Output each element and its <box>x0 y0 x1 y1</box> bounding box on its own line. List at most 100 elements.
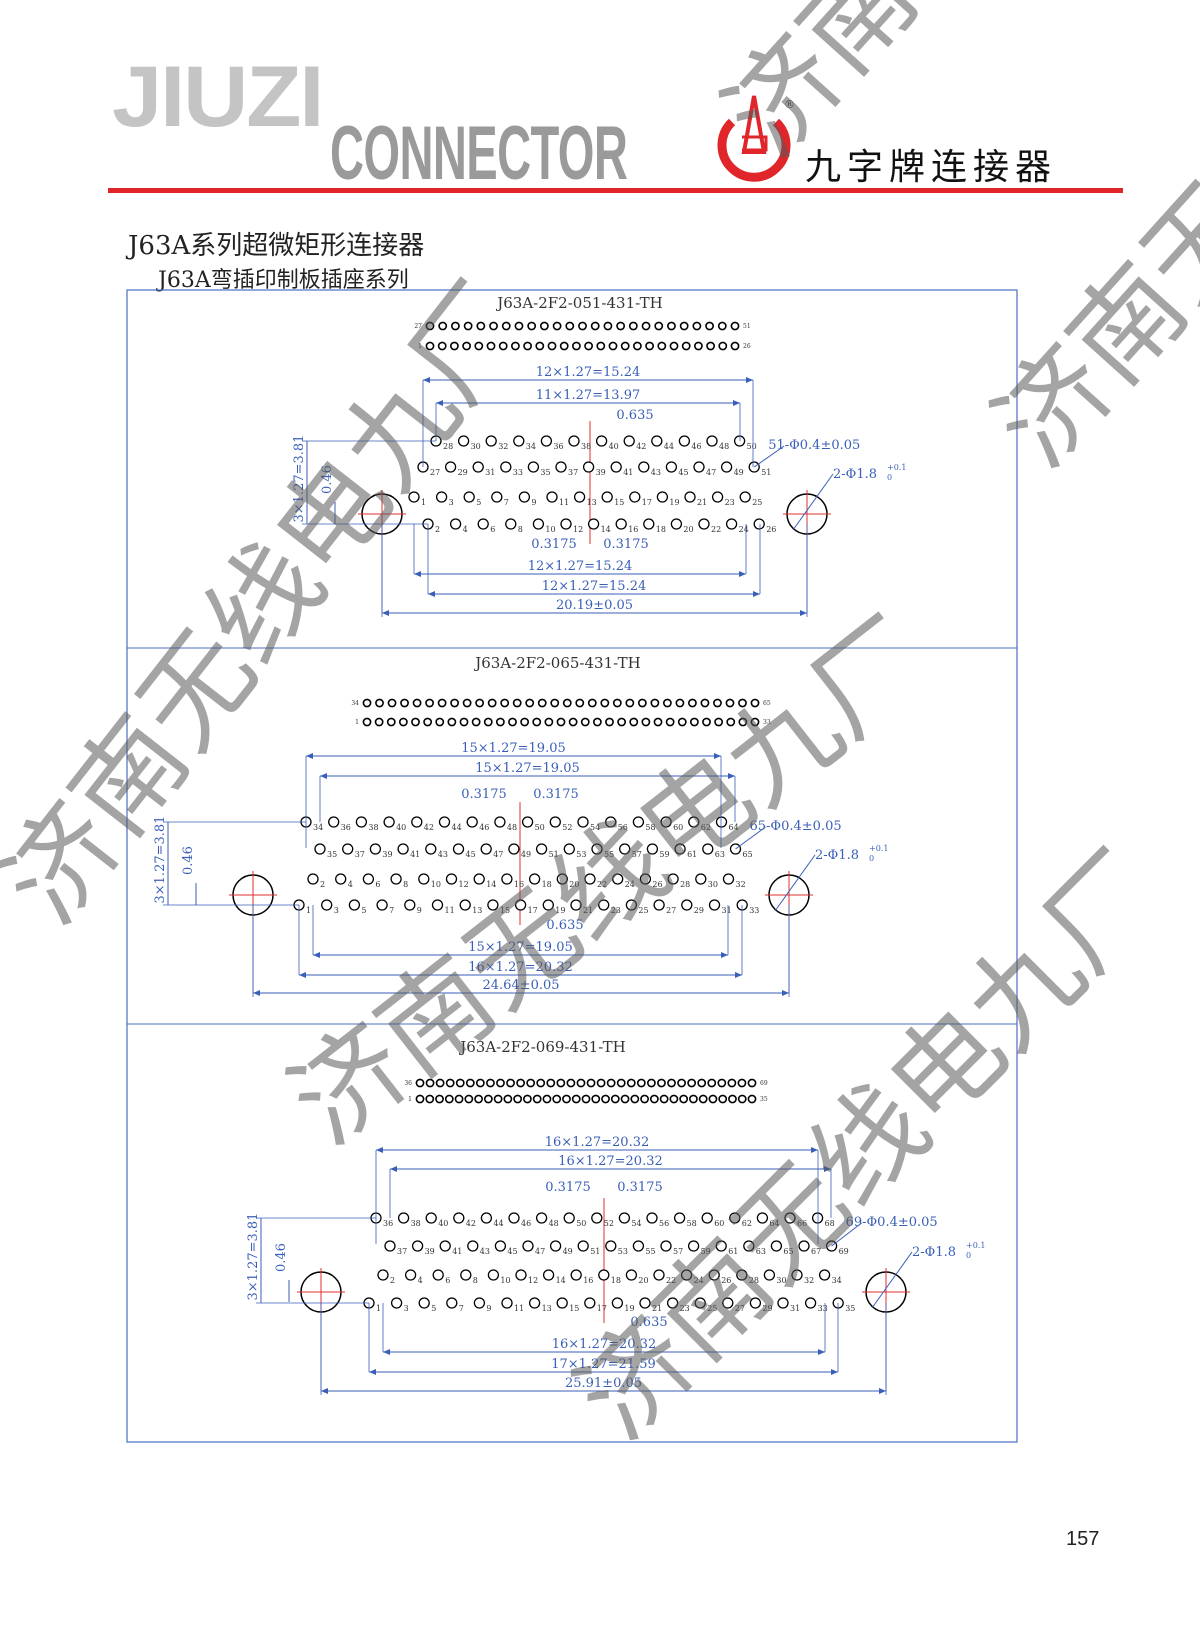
strip-pin <box>375 698 384 708</box>
strip-pin <box>437 698 447 708</box>
pin-number: 45 <box>678 468 688 477</box>
strip-pin <box>398 717 408 727</box>
pin-hole <box>487 1269 500 1281</box>
pin-hole <box>688 816 700 828</box>
pin-number: 28 <box>680 880 690 889</box>
pin-hole <box>722 873 735 885</box>
pin-number: 20 <box>638 1276 648 1285</box>
pin-number: 8 <box>473 1276 478 1285</box>
strip-label: 33 <box>763 719 771 726</box>
strip-pin <box>738 717 748 727</box>
pin-number: 4 <box>418 1276 423 1285</box>
dimension-center-offset: 0.635 <box>546 918 583 933</box>
strip-pin <box>713 698 722 708</box>
strip-pin <box>689 717 699 727</box>
strip-pin <box>662 698 672 708</box>
pin-number: 24 <box>694 1276 704 1285</box>
strip-pin <box>689 1094 698 1104</box>
pin-number: 57 <box>673 1247 683 1256</box>
pin-number: 55 <box>645 1247 655 1256</box>
leader-line <box>831 1222 862 1247</box>
pin-number: 65 <box>743 850 753 859</box>
strip-pin <box>508 717 517 727</box>
pin-number: 26 <box>721 1276 731 1285</box>
pin-number: 41 <box>452 1247 462 1256</box>
pin-hole <box>577 1240 589 1252</box>
strip-pin <box>449 341 459 351</box>
strip-pin <box>580 717 590 727</box>
pin-number: 19 <box>555 906 565 915</box>
pin-number: 17 <box>597 1304 607 1313</box>
strip-pin <box>425 1094 435 1104</box>
pin-hole <box>335 873 347 885</box>
strip-pin <box>463 321 473 331</box>
logo-chinese: 九字牌连接器 <box>805 147 1058 188</box>
pin-hole <box>625 899 638 911</box>
pin-number: 49 <box>734 468 744 477</box>
pin-hole <box>556 873 568 885</box>
pin-hole <box>521 816 534 828</box>
pin-number: 62 <box>742 1219 752 1228</box>
pin-number: 10 <box>431 880 441 889</box>
strip-pin <box>535 341 545 351</box>
strip-pin <box>462 341 471 351</box>
strip-pin <box>562 1094 571 1104</box>
strip-pin <box>600 698 610 708</box>
strip-pin <box>603 321 613 331</box>
pin-hole <box>646 1212 658 1224</box>
strip-pin <box>542 1094 552 1104</box>
strip-pin <box>552 321 562 331</box>
pin-hole <box>494 816 506 828</box>
strip-pin <box>636 1078 646 1088</box>
pin-number: 33 <box>749 906 759 915</box>
pin-number: 17 <box>528 906 538 915</box>
pin-number: 46 <box>691 442 701 451</box>
pin-number: 26 <box>652 880 662 889</box>
pin-number: 38 <box>411 1219 421 1228</box>
pin-hole <box>457 435 470 447</box>
strip-pin <box>576 1078 586 1088</box>
strip-pin <box>552 1094 562 1104</box>
pin-number: 12 <box>528 1276 538 1285</box>
strip-pin <box>474 1094 483 1104</box>
pin-hole <box>577 816 589 828</box>
strip-pin <box>362 717 372 727</box>
pin-number: 61 <box>728 1247 738 1256</box>
mount-hole-callout: 2-Φ1.8 <box>815 848 859 863</box>
pin-number: 63 <box>756 1247 766 1256</box>
strip-pin <box>387 698 397 708</box>
pin-hole <box>739 491 751 503</box>
page-title: J63A系列超微矩形连接器 <box>128 231 425 261</box>
pin-number: 19 <box>624 1304 634 1313</box>
pin-number: 52 <box>604 1219 614 1228</box>
strip-label: 36 <box>404 1080 412 1087</box>
pin-hole <box>527 461 540 473</box>
strip-pin <box>475 1078 485 1088</box>
strip-pin <box>425 341 435 351</box>
pin-hole-callout: 65-Φ0.4±0.05 <box>750 819 842 834</box>
strip-pin <box>400 698 409 708</box>
pin-number: 35 <box>845 1304 855 1313</box>
pin-hole <box>518 491 531 503</box>
strip-pin <box>437 341 447 351</box>
pin-hole <box>383 816 395 828</box>
strip-pin <box>640 1094 649 1104</box>
pin-number: 60 <box>673 823 683 832</box>
strip-pin <box>465 1078 475 1088</box>
pin-number: 6 <box>490 525 495 534</box>
strip-pin <box>411 717 420 727</box>
strip-pin <box>657 1078 666 1088</box>
strip-pin <box>527 321 537 331</box>
pin-number: 32 <box>498 442 508 451</box>
pin-hole <box>449 518 462 530</box>
pin-number: 5 <box>476 498 481 507</box>
strip-pin <box>438 321 448 331</box>
strip-pin <box>568 717 578 727</box>
pin-number: 51 <box>761 468 771 477</box>
dimension-bot1: 15×1.27=19.05 <box>468 940 573 955</box>
strip-pin <box>726 717 736 727</box>
pin-hole <box>432 1269 444 1281</box>
brand-emblem-icon: ® <box>717 95 794 182</box>
pin-number: 22 <box>711 525 721 534</box>
pin-hole <box>651 435 663 447</box>
